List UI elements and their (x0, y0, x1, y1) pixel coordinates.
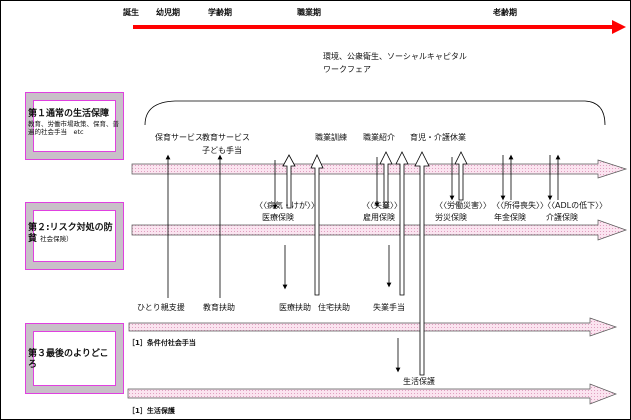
benefit-label: 失業手当 (373, 303, 405, 312)
box-risk-prevention: 第２:リスク対処の防貧 社会保険） (25, 202, 124, 270)
service-label: 教育サービス (202, 133, 250, 142)
insurance-label: 介護保険 (546, 213, 578, 222)
stage-infant: 幼児期 (156, 8, 180, 17)
service-label: 職業紹介 (363, 133, 395, 142)
service-label: 保育サービス (155, 133, 203, 142)
benefit-label: 教育扶助 (203, 303, 235, 312)
box-normal-security: 第１通常の生活保障教育、労働市場政策、保育、普遍的社会手当 etc (25, 92, 124, 160)
band-label-welfare: ［1］生活保護 (128, 407, 175, 415)
stage-school: 学齢期 (208, 8, 232, 17)
box-title: 第２:リスク対処の防貧 社会保険） (28, 223, 118, 245)
risk-label: 〈〈所得喪失〉〉 (492, 201, 548, 210)
hollow-up-arrow (414, 151, 430, 376)
stage-work: 職業期 (297, 8, 321, 17)
band-label-conditional: ［1］条件付社会手当 (128, 339, 196, 347)
top-note-1: 環境、公衆衛生、ソーシャルキャピタル (323, 52, 467, 61)
insurance-label: 労災保険 (435, 213, 467, 222)
benefit-label: ひとり親支援 (137, 303, 185, 312)
box-sub: 社会保険） (40, 235, 73, 243)
benefit-label: 医療扶助 (279, 303, 311, 312)
box-title: 第３最後のよりどころ (28, 349, 109, 370)
hollow-up-arrow (310, 154, 324, 296)
risk-label: 〈〈ADLの低下〉〉 (543, 201, 608, 210)
box-sub: 教育、労働市場政策、保育、普遍的社会手当 etc (28, 120, 119, 136)
benefit-label: 住宅扶助 (318, 303, 350, 312)
insurance-label: 医療保険 (262, 213, 294, 222)
band-arrow-4 (127, 383, 617, 405)
hollow-up-arrow (282, 154, 296, 209)
service-label: 子ども手当 (202, 146, 242, 155)
brace (144, 100, 606, 126)
welfare-label: 生活保護 (403, 377, 435, 386)
box-title: 第１通常の生活保障教育、労働市場政策、保育、普遍的社会手当 etc (28, 109, 120, 136)
risk-label: 〈〈病気・けが〉〉 (255, 201, 319, 210)
timeline-arrow (133, 20, 626, 34)
insurance-label: 年金保険 (494, 213, 526, 222)
hollow-up-arrow (379, 151, 393, 209)
band-arrow-2 (131, 219, 628, 241)
risk-label: 〈〈労働災害〉〉 (435, 201, 491, 210)
box-title-text: 第２:リスク対処の防貧 (28, 223, 113, 244)
service-label: 職業訓練 (315, 133, 347, 142)
stage-old: 老齢期 (493, 8, 517, 17)
service-label: 育児・介護休業 (410, 133, 466, 142)
top-note-2: ワークフェア (323, 65, 371, 74)
hollow-up-arrow (454, 151, 468, 201)
band-arrow-1 (131, 159, 628, 179)
box-last-resort: 第３最後のよりどころ (25, 323, 124, 394)
box-title-text: 第１通常の生活保障 (28, 109, 110, 119)
risk-label: 〈〈失業〉〉 (362, 201, 402, 210)
insurance-label: 雇用保険 (363, 213, 395, 222)
hollow-up-arrow (395, 151, 409, 296)
stage-birth: 誕生 (123, 8, 139, 17)
band-arrow-3 (128, 317, 618, 337)
